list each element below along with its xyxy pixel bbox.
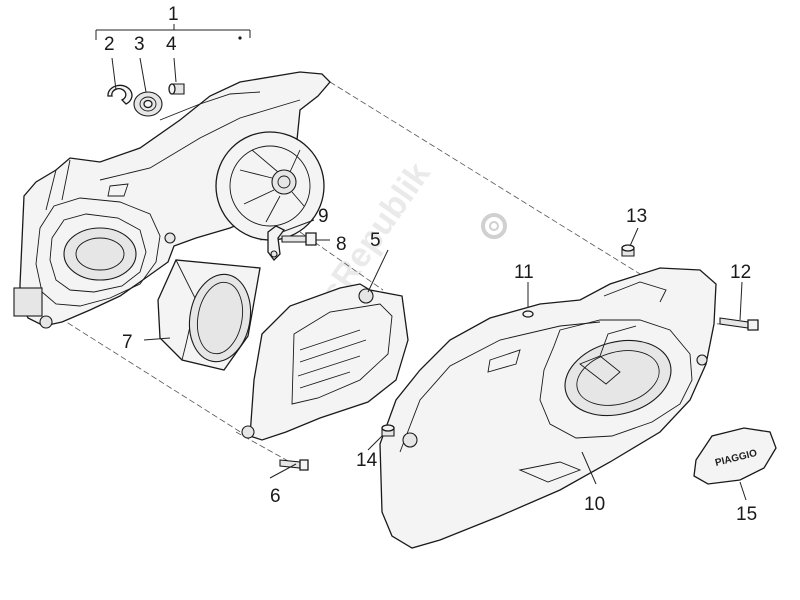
badge-15: PIAGGIO [693,427,777,485]
callout-9: 9 [318,206,329,227]
bolt-6 [279,459,309,471]
callout-8: 8 [336,234,347,255]
callout-2: 2 [104,34,115,55]
bracket-9 [267,225,285,261]
dowel-13 [621,244,635,257]
circlip [107,84,133,105]
dowel-pin [168,83,185,95]
callout-12: 12 [730,262,751,283]
callout-4: 4 [166,34,177,55]
callout-lines [95,24,747,501]
callout-15: 15 [736,504,757,525]
callout-13: 13 [626,206,647,227]
bolt-12 [719,317,759,331]
inner-transmission-cover [13,71,331,329]
dowel-14 [381,424,395,437]
callout-3: 3 [134,34,145,55]
outer-transmission-cover [379,267,717,549]
callout-10: 10 [584,494,605,515]
callout-11: 11 [514,262,534,283]
callout-1: 1 [168,4,179,25]
watermark-gear-icon [481,213,507,239]
callout-7: 7 [122,332,133,353]
callout-14: 14 [356,450,378,471]
callout-labels: 1 2 3 4 5 6 7 8 9 10 11 12 13 14 15 [104,4,757,525]
bolt-8 [281,232,317,246]
bearing [133,91,163,117]
callout-6: 6 [270,486,281,507]
drive-belt [157,259,261,371]
washer-11 [522,310,534,318]
filter-cover [241,283,409,441]
callout-5: 5 [370,230,381,251]
